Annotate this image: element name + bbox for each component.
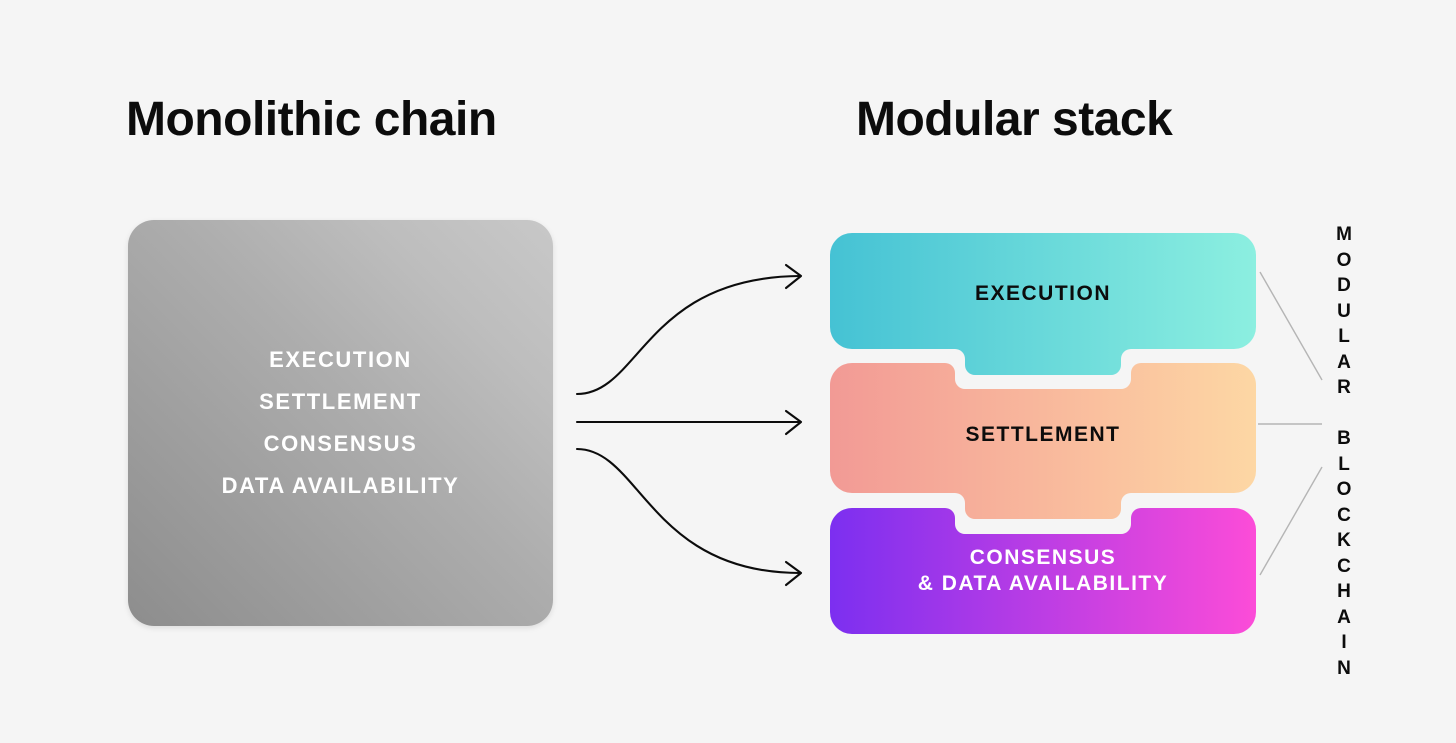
stack-piece-settlement-label: SETTLEMENT (965, 423, 1121, 446)
monolithic-layer-data-availability: DATA AVAILABILITY (221, 473, 460, 498)
modular-stack-title: Modular stack (856, 93, 1173, 146)
stack-piece-consensus[interactable]: CONSENSUS & DATA AVAILABILITY (830, 508, 1256, 634)
monolithic-layer-consensus: CONSENSUS (263, 431, 418, 456)
stack-piece-execution[interactable]: EXECUTION (830, 219, 1256, 375)
monolithic-layer-settlement: SETTLEMENT (259, 389, 422, 414)
modular-stack-group: EXECUTION SETTLEMENT (830, 205, 1260, 645)
arrow-to-execution (575, 263, 803, 396)
monolithic-layer-execution: EXECUTION (269, 347, 412, 372)
bracket-line-consensus (1259, 466, 1323, 576)
modular-blockchain-caption: M O D U L A R B L O C K C H A I N (1336, 224, 1352, 679)
monolithic-chain-box: EXECUTION SETTLEMENT CONSENSUS DATA AVAI… (128, 220, 553, 626)
stack-piece-settlement[interactable]: SETTLEMENT (830, 363, 1256, 519)
arrow-to-consensus (575, 447, 803, 587)
monolithic-chain-title: Monolithic chain (126, 93, 497, 146)
stack-piece-execution-label: EXECUTION (974, 282, 1111, 305)
stack-piece-consensus-label: CONSENSUS & DATA AVAILABILITY (917, 546, 1169, 595)
bracket-line-execution (1259, 271, 1323, 381)
arrow-to-settlement (575, 409, 803, 436)
